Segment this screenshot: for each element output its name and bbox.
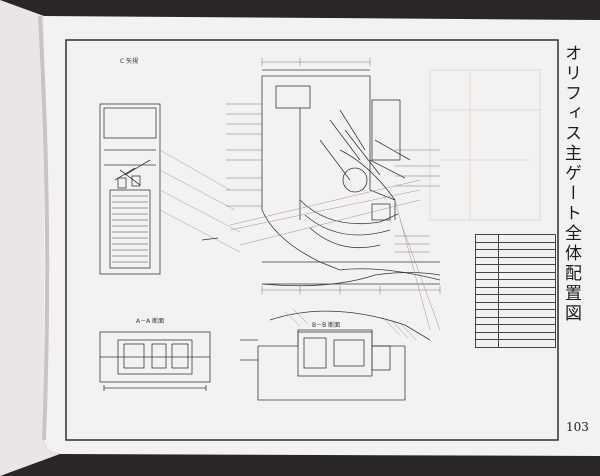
drawing-title: オリフィス主ゲート全体配置図 [561,44,581,324]
c-view-tower [99,103,161,275]
book-page [43,16,600,456]
aa-section [99,331,211,391]
c-view-label: C 矢視 [120,58,139,65]
show-through [429,69,541,221]
binding-shadow [0,0,60,476]
bb-section-label: B－B 断面 [312,322,341,329]
dimension-lines [226,58,441,294]
aa-section-label: A－A 断面 [136,318,165,325]
drawing-frame [65,39,559,441]
specification-table [475,234,556,348]
bb-section [240,310,431,401]
page-number: 103 [566,420,589,434]
